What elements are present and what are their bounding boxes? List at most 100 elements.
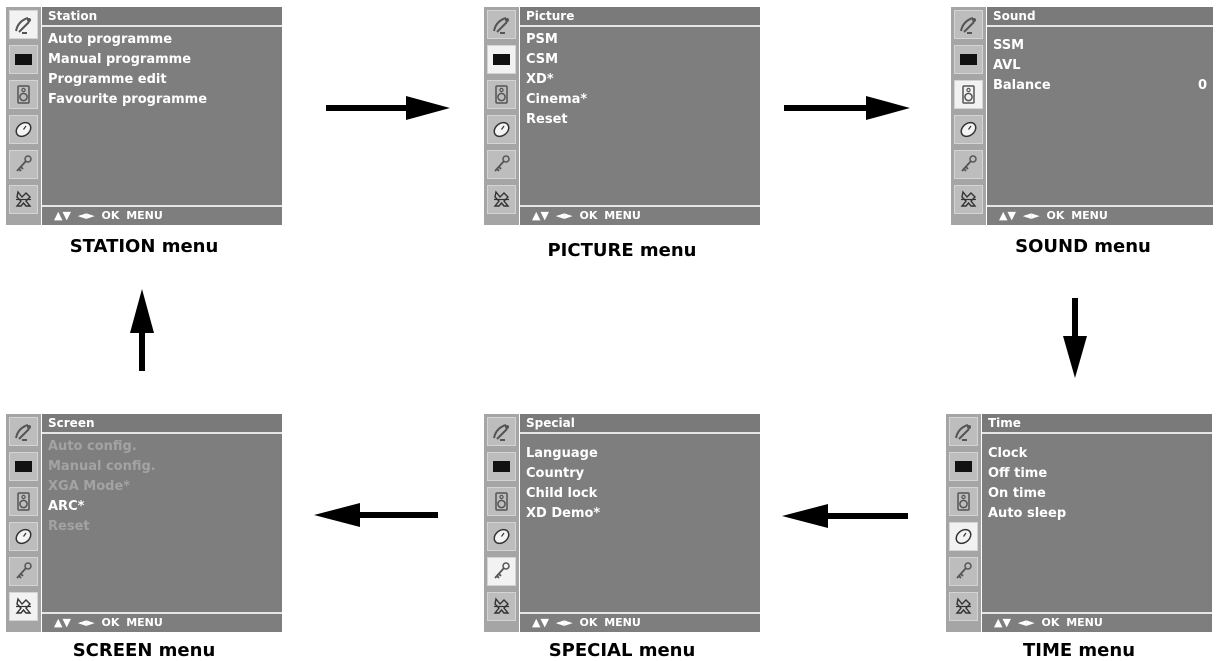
station-menu-caption: STATION menu — [69, 236, 219, 257]
sidebar-tab-tools-icon[interactable] — [9, 592, 38, 621]
clock-icon — [960, 121, 977, 138]
sidebar-tab-key-icon[interactable] — [487, 150, 516, 179]
menu-item[interactable]: Child lock — [526, 486, 598, 501]
sidebar-tab-clock-icon[interactable] — [954, 115, 983, 144]
arrow-left-icon — [782, 504, 908, 528]
menu-item[interactable]: Favourite programme — [48, 92, 208, 107]
speaker-icon — [495, 492, 508, 511]
menu-item[interactable]: XD* — [526, 72, 554, 87]
menu-sidebar — [484, 7, 520, 225]
menu-item[interactable]: CSM — [526, 52, 559, 67]
arrow-right-icon — [784, 96, 910, 120]
picture-icon — [493, 54, 510, 65]
menu-item[interactable]: Manual programme — [48, 52, 192, 67]
sidebar-tab-speaker-icon[interactable] — [9, 80, 38, 109]
menu-title: Time — [982, 414, 1212, 434]
sidebar-tab-tools-icon[interactable] — [487, 185, 516, 214]
menu-items: Language Country Child lock XD Demo* — [526, 444, 754, 524]
sidebar-tab-picture-icon[interactable] — [487, 45, 516, 74]
sidebar-tab-satellite-dish-icon[interactable] — [954, 10, 983, 39]
menu-item[interactable]: Reset — [526, 112, 568, 127]
sidebar-tab-tools-icon[interactable] — [9, 185, 38, 214]
satellite-dish-icon — [493, 17, 509, 34]
nav-hint: ▲▼ ◄► OK MENU — [42, 205, 282, 225]
tools-icon — [960, 190, 977, 207]
sidebar-tab-speaker-icon[interactable] — [9, 487, 38, 516]
menu-item[interactable]: XD Demo* — [526, 506, 601, 521]
nav-hint: ▲▼ ◄► OK MENU — [42, 612, 282, 632]
menu-item[interactable]: AVL — [993, 58, 1021, 73]
sidebar-tab-clock-icon[interactable] — [949, 522, 978, 551]
menu-item[interactable]: Off time — [988, 466, 1048, 481]
menu-item[interactable]: Auto programme — [48, 32, 173, 47]
menu-title: Station — [42, 7, 282, 27]
sidebar-tab-speaker-icon[interactable] — [954, 80, 983, 109]
arrow-right-icon — [326, 96, 450, 120]
key-icon — [956, 562, 972, 579]
sidebar-tab-clock-icon[interactable] — [9, 115, 38, 144]
menu-items: SSM AVL Balance 0 — [993, 36, 1207, 96]
sidebar-tab-tools-icon[interactable] — [487, 592, 516, 621]
menu-sidebar — [6, 414, 42, 632]
sidebar-tab-tools-icon[interactable] — [949, 592, 978, 621]
picture-menu-caption: PICTURE menu — [547, 240, 697, 261]
sidebar-tab-tools-icon[interactable] — [954, 185, 983, 214]
nav-hint: ▲▼ ◄► OK MENU — [987, 205, 1213, 225]
arrow-down-icon — [1063, 298, 1087, 378]
sidebar-tab-satellite-dish-icon[interactable] — [9, 417, 38, 446]
sidebar-tab-picture-icon[interactable] — [9, 452, 38, 481]
key-icon — [494, 562, 510, 579]
menu-item[interactable]: Language — [526, 446, 598, 461]
menu-items: Clock Off time On time Auto sleep — [988, 444, 1206, 524]
clock-icon — [15, 121, 32, 138]
menu-item[interactable]: SSM — [993, 38, 1025, 53]
sidebar-tab-picture-icon[interactable] — [487, 452, 516, 481]
menu-sidebar — [6, 7, 42, 225]
sidebar-tab-picture-icon[interactable] — [954, 45, 983, 74]
sidebar-tab-satellite-dish-icon[interactable] — [9, 10, 38, 39]
sidebar-tab-speaker-icon[interactable] — [487, 80, 516, 109]
menu-item[interactable]: Programme edit — [48, 72, 167, 87]
menu-item-disabled: XGA Mode* — [48, 479, 131, 494]
clock-icon — [15, 528, 32, 545]
menu-title: Sound — [987, 7, 1213, 27]
nav-hint: ▲▼ ◄► OK MENU — [520, 205, 760, 225]
sidebar-tab-key-icon[interactable] — [954, 150, 983, 179]
menu-title: Picture — [520, 7, 760, 27]
menu-item[interactable]: ARC* — [48, 499, 85, 514]
sidebar-tab-satellite-dish-icon[interactable] — [949, 417, 978, 446]
sidebar-tab-speaker-icon[interactable] — [949, 487, 978, 516]
sidebar-tab-satellite-dish-icon[interactable] — [487, 10, 516, 39]
sidebar-tab-key-icon[interactable] — [949, 557, 978, 586]
sound-menu-panel: Sound SSM AVL Balance 0 ▲▼ ◄► OK MENU — [951, 7, 1213, 225]
menu-item[interactable]: PSM — [526, 32, 558, 47]
sidebar-tab-key-icon[interactable] — [487, 557, 516, 586]
menu-item[interactable]: Cinema* — [526, 92, 588, 107]
sidebar-tab-satellite-dish-icon[interactable] — [487, 417, 516, 446]
sidebar-tab-clock-icon[interactable] — [487, 115, 516, 144]
arrow-up-icon — [130, 289, 154, 371]
tools-icon — [15, 190, 32, 207]
speaker-icon — [17, 492, 30, 511]
sidebar-tab-clock-icon[interactable] — [487, 522, 516, 551]
sidebar-tab-clock-icon[interactable] — [9, 522, 38, 551]
sidebar-tab-key-icon[interactable] — [9, 557, 38, 586]
menu-item-label: Balance — [993, 78, 1051, 93]
key-icon — [961, 155, 977, 172]
menu-item[interactable]: Clock — [988, 446, 1028, 461]
picture-icon — [960, 54, 977, 65]
menu-sidebar — [946, 414, 982, 632]
satellite-dish-icon — [960, 17, 976, 34]
sidebar-tab-key-icon[interactable] — [9, 150, 38, 179]
sidebar-tab-picture-icon[interactable] — [9, 45, 38, 74]
menu-item[interactable]: Country — [526, 466, 585, 481]
arrow-left-icon — [314, 503, 438, 527]
menu-item[interactable]: Balance 0 — [993, 76, 1207, 96]
tools-icon — [955, 597, 972, 614]
menu-item[interactable]: On time — [988, 486, 1046, 501]
sidebar-tab-picture-icon[interactable] — [949, 452, 978, 481]
sidebar-tab-speaker-icon[interactable] — [487, 487, 516, 516]
menu-item[interactable]: Auto sleep — [988, 506, 1067, 521]
satellite-dish-icon — [493, 424, 509, 441]
nav-hint: ▲▼ ◄► OK MENU — [520, 612, 760, 632]
